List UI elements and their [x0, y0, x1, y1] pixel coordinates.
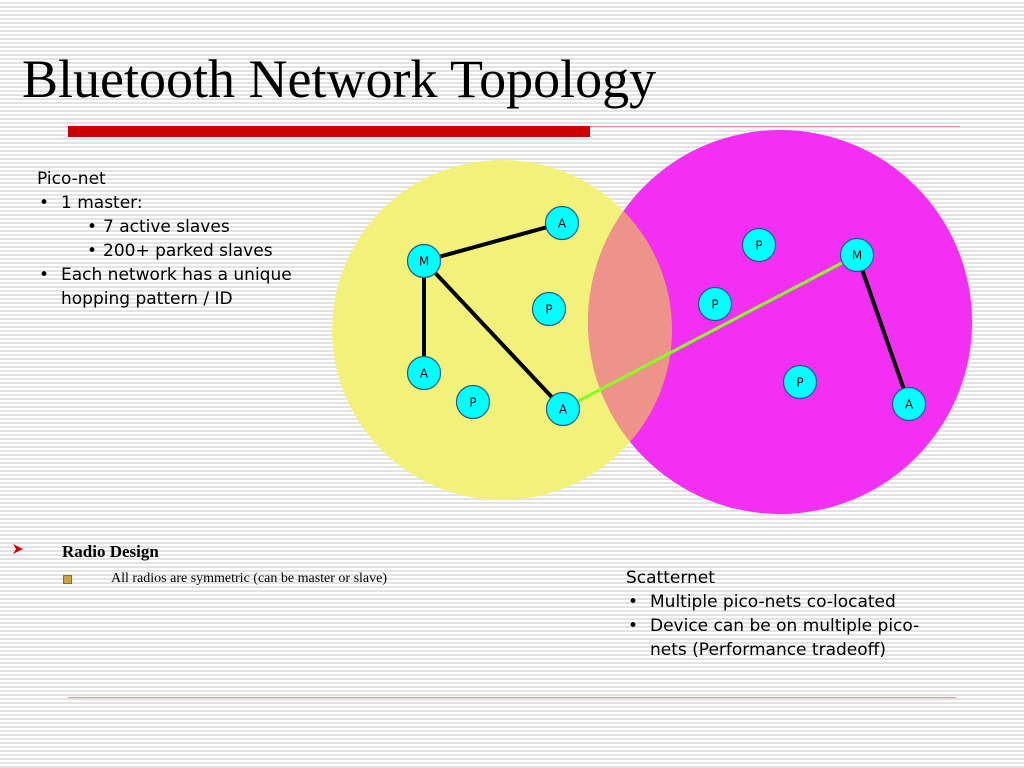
bullet-multiple-piconets-line-2: nets (Performance tradeoff) [650, 640, 886, 660]
bullet-co-located: Multiple pico-nets co-located [626, 590, 971, 614]
bullet-master: 1 master: [37, 191, 337, 215]
bullet-hopping-pattern-line-1: Each network has a unique [61, 265, 292, 285]
bridge-link [562, 253, 858, 411]
svg-text:M: M [419, 255, 429, 269]
link-master-to-bridge-active [422, 259, 565, 411]
bullet-hopping-pattern: Each network has a unique hopping patter… [37, 263, 337, 311]
radio-design-subitem: All radios are symmetric (can be master … [111, 571, 388, 586]
radio-design-heading: Radio Design [62, 542, 159, 561]
sub-bullet-parked-slaves: 200+ parked slaves [37, 239, 337, 263]
node-active-right: A [891, 386, 927, 422]
svg-text:P: P [469, 396, 476, 410]
node-parked-right-bottom: P [782, 364, 818, 400]
slide-title: Bluetooth Network Topology [22, 49, 657, 109]
scatternet-text-block: Scatternet Multiple pico-nets co-located… [626, 566, 971, 662]
node-master-right: M [839, 237, 875, 273]
footer-rule [68, 697, 956, 698]
piconet-heading: Pico-net [37, 169, 106, 189]
scatternet-bullet-list: Multiple pico-nets co-located Device can… [626, 590, 971, 662]
svg-text:P: P [545, 303, 552, 317]
svg-text:M: M [852, 249, 862, 263]
sub-bullet-active-slaves: 7 active slaves [37, 215, 337, 239]
square-bullet-icon [63, 575, 72, 584]
svg-text:A: A [559, 403, 568, 417]
svg-text:P: P [711, 298, 718, 312]
piconet-text-block: Pico-net 1 master: 7 active slaves 200+ … [37, 167, 337, 311]
arrow-bullet-icon [12, 543, 26, 557]
bullet-multiple-piconets-line-1: Device can be on multiple pico- [650, 616, 920, 636]
piconet-bullet-list: 1 master: 7 active slaves 200+ parked sl… [37, 191, 337, 311]
svg-text:P: P [755, 239, 762, 253]
svg-text:P: P [796, 376, 803, 390]
svg-text:A: A [420, 367, 429, 381]
svg-text:A: A [905, 398, 914, 412]
node-parked-right-top: P [741, 227, 777, 263]
svg-text:A: A [558, 217, 567, 231]
right-piconet-circle [588, 130, 972, 514]
node-parked-right-middle: P [697, 286, 733, 322]
left-piconet-circle [332, 160, 672, 500]
node-bridge-active: A [545, 391, 581, 427]
node-master-left: M [406, 243, 442, 279]
title-rule [590, 126, 960, 127]
bullet-multiple-piconets: Device can be on multiple pico- nets (Pe… [626, 614, 971, 662]
link-master-to-active-top [423, 221, 563, 263]
bullet-hopping-pattern-line-2: hopping pattern / ID [61, 289, 233, 309]
node-parked-center: P [531, 291, 567, 327]
scatternet-heading: Scatternet [626, 568, 715, 588]
node-active-top: A [544, 205, 580, 241]
link-right-master-to-active [855, 254, 911, 405]
title-underline-bar [68, 126, 590, 137]
node-active-bottom-left: A [406, 355, 442, 391]
node-parked-bottom: P [455, 384, 491, 420]
